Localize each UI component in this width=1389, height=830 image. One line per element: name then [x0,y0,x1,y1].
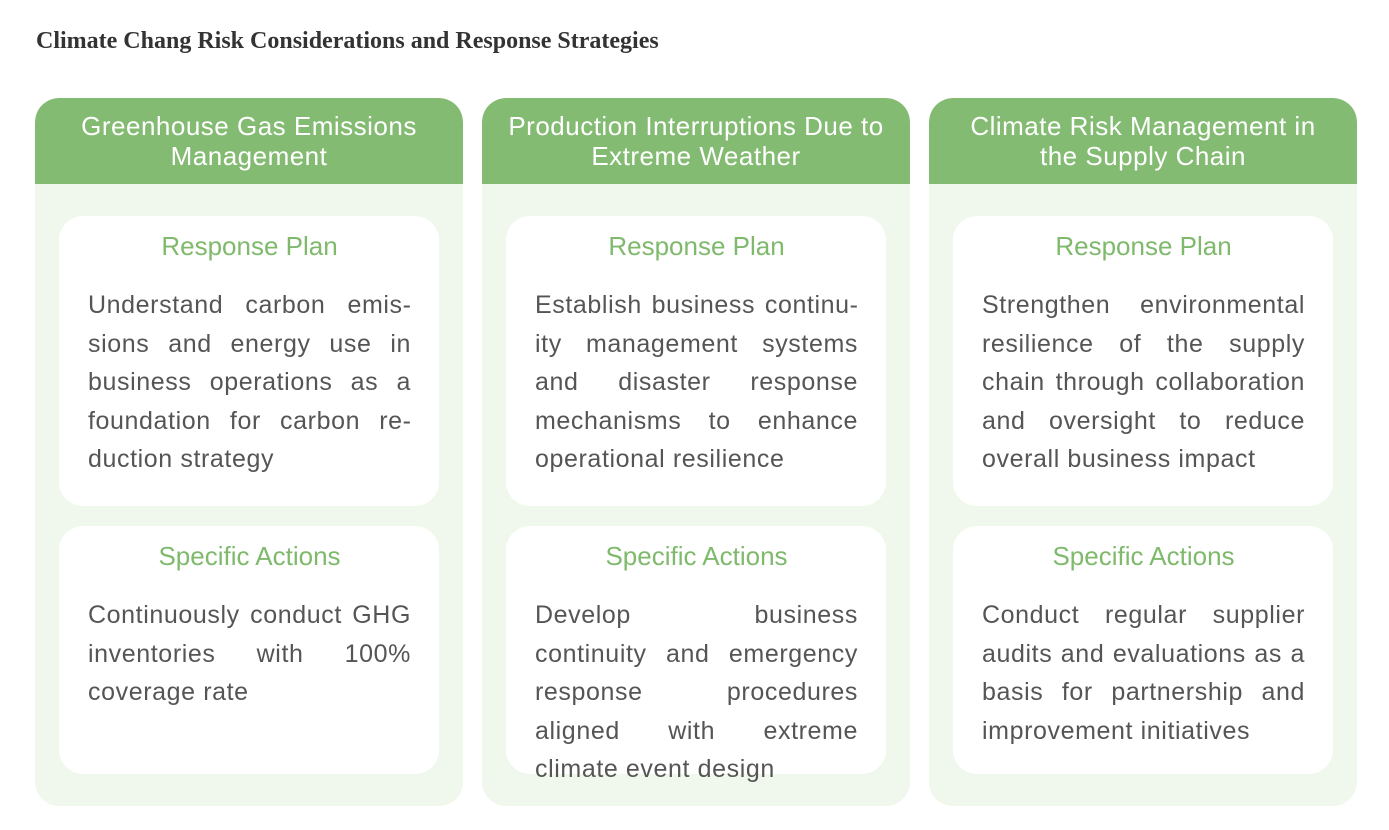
column-title: Greenhouse Gas Emissions Management [81,111,417,171]
specific-actions-heading: Specific Actions [605,541,788,571]
column-title: Production Interruptions Due to Extreme … [508,111,884,171]
response-plan-text: Understand carbon emis­sions and energy … [88,291,411,473]
column-title: Climate Risk Management in the Supply Ch… [970,111,1316,171]
response-plan-card: Response Plan Strengthen environmental r… [953,216,1333,506]
response-plan-heading: Response Plan [1055,231,1232,261]
column-header: Greenhouse Gas Emissions Management [35,98,463,184]
specific-actions-text: Conduct regular supplier audits and eval… [982,601,1305,745]
specific-actions-heading: Specific Actions [1052,541,1235,571]
column-header: Climate Risk Management in the Supply Ch… [929,98,1357,184]
column-extreme-weather: Production Interruptions Due to Extreme … [482,98,910,806]
strategy-columns: Greenhouse Gas Emissions Management Resp… [35,98,1357,806]
response-plan-text: Establish business continu­ity managemen… [535,291,858,473]
specific-actions-card: Specific Actions Continuously conduct GH… [59,526,439,774]
column-header: Production Interruptions Due to Extreme … [482,98,910,184]
response-plan-card: Response Plan Establish business continu… [506,216,886,506]
specific-actions-text: Develop business continuity and emergenc… [535,601,858,783]
response-plan-heading: Response Plan [608,231,785,261]
page-title: Climate Chang Risk Considerations and Re… [36,28,659,54]
column-supply-chain: Climate Risk Management in the Supply Ch… [929,98,1357,806]
specific-actions-heading: Specific Actions [158,541,341,571]
specific-actions-card: Specific Actions Conduct regular supplie… [953,526,1333,774]
response-plan-card: Response Plan Understand carbon emis­sio… [59,216,439,506]
specific-actions-text: Continuously conduct GHG inventories wit… [88,601,411,706]
response-plan-text: Strengthen environmental resilience of t… [982,291,1305,473]
specific-actions-card: Specific Actions Develop business contin… [506,526,886,783]
response-plan-heading: Response Plan [161,231,338,261]
column-ghg-emissions: Greenhouse Gas Emissions Management Resp… [35,98,463,806]
